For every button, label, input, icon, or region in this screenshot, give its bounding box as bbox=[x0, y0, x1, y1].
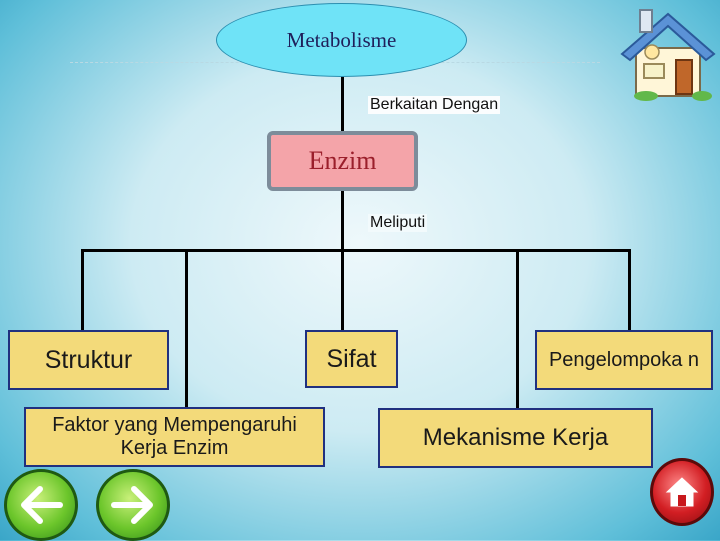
home-icon bbox=[665, 477, 699, 507]
node-pengelompokan[interactable]: Pengelompoka n bbox=[535, 330, 713, 390]
link-label-meliputi: Meliputi bbox=[368, 214, 428, 232]
connector-struktur bbox=[81, 249, 84, 331]
node-pengelompokan-label: Pengelompoka n bbox=[548, 348, 700, 371]
arrow-right-icon bbox=[111, 486, 153, 524]
node-struktur[interactable]: Struktur bbox=[8, 330, 169, 390]
home-button[interactable] bbox=[650, 458, 714, 526]
next-button[interactable] bbox=[96, 469, 170, 541]
node-sifat-label: Sifat bbox=[326, 344, 377, 373]
link-label-berkaitan: Berkaitan Dengan bbox=[368, 96, 501, 114]
node-mekanisme-label: Mekanisme Kerja bbox=[422, 424, 609, 452]
node-mekanisme[interactable]: Mekanisme Kerja bbox=[378, 408, 653, 468]
node-faktor-label: Faktor yang Mempengaruhi Kerja Enzim bbox=[52, 414, 297, 459]
back-button[interactable] bbox=[4, 469, 78, 541]
connector-pengelompokan bbox=[628, 249, 631, 331]
node-faktor[interactable]: Faktor yang Mempengaruhi Kerja Enzim bbox=[24, 407, 325, 467]
center-node-label: Enzim bbox=[308, 146, 377, 175]
connector-center-to-branch bbox=[341, 190, 344, 250]
node-struktur-label: Struktur bbox=[44, 345, 133, 374]
house-icon bbox=[614, 4, 718, 102]
root-node-metabolisme: Metabolisme bbox=[216, 3, 467, 77]
connector-mekanisme bbox=[516, 249, 519, 410]
connector-faktor bbox=[185, 249, 188, 409]
connector-sifat bbox=[341, 249, 344, 331]
root-node-label: Metabolisme bbox=[286, 27, 397, 52]
arrow-left-icon bbox=[21, 486, 63, 524]
connector-root-to-link bbox=[341, 77, 344, 132]
center-node-enzim: Enzim bbox=[267, 131, 418, 191]
node-sifat[interactable]: Sifat bbox=[305, 330, 398, 388]
connector-horizontal-branch bbox=[81, 249, 631, 252]
